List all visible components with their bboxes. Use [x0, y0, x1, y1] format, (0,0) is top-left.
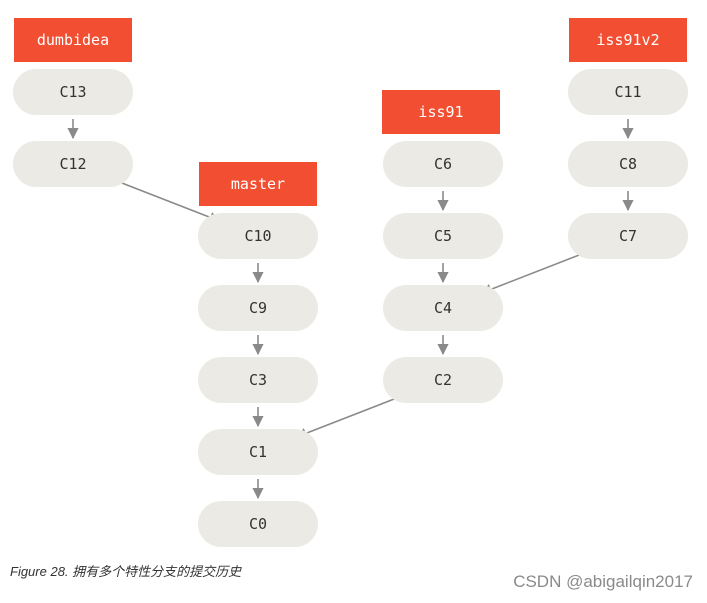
commit-c9: C9: [198, 285, 318, 331]
branch-dumbidea: dumbidea: [14, 18, 132, 62]
figure-caption: Figure 28. 拥有多个特性分支的提交历史: [10, 564, 242, 579]
branch-box: [569, 18, 687, 62]
commit-node: [383, 357, 503, 403]
branch-box: [382, 90, 500, 134]
commit-label: C12: [59, 155, 86, 173]
branch-label: iss91v2: [596, 31, 659, 49]
commit-node: [383, 285, 503, 331]
commit-node: [13, 141, 133, 187]
edges-layer: [67, 119, 634, 500]
branch-iss91: iss91: [382, 90, 500, 134]
commit-node: [198, 429, 318, 475]
commit-c12: C12: [13, 141, 133, 187]
commit-c7: C7: [568, 213, 688, 259]
commit-label: C8: [619, 155, 637, 173]
commit-node: [198, 501, 318, 547]
commit-label: C13: [59, 83, 86, 101]
commit-node: [383, 141, 503, 187]
branch-iss91v2: iss91v2: [569, 18, 687, 62]
commit-label: C7: [619, 227, 637, 245]
commit-label: C9: [249, 299, 267, 317]
commit-node: [568, 213, 688, 259]
commit-label: C10: [244, 227, 271, 245]
branch-label: iss91: [418, 103, 463, 121]
commit-c3: C3: [198, 357, 318, 403]
edge-c2-to-c1: [295, 397, 398, 439]
commit-c13: C13: [13, 69, 133, 115]
commit-c4: C4: [383, 285, 503, 331]
watermark: CSDN @abigailqin2017: [513, 572, 693, 591]
commit-node: [198, 213, 318, 259]
branches-layer: dumbidea master iss91 iss91v2: [14, 18, 687, 206]
commit-c10: C10: [198, 213, 318, 259]
branch-label: dumbidea: [37, 31, 109, 49]
commit-node: [198, 285, 318, 331]
commit-c6: C6: [383, 141, 503, 187]
branch-master: master: [199, 162, 317, 206]
edge-c12-to-c10: [118, 181, 221, 223]
branch-label: master: [231, 175, 285, 193]
commit-c5: C5: [383, 213, 503, 259]
edge-c7-to-c4: [480, 253, 583, 295]
commit-label: C0: [249, 515, 267, 533]
commit-node: [568, 69, 688, 115]
commit-c8: C8: [568, 141, 688, 187]
commit-label: C5: [434, 227, 452, 245]
commit-node: [198, 357, 318, 403]
commit-c11: C11: [568, 69, 688, 115]
commit-label: C2: [434, 371, 452, 389]
commit-node: [13, 69, 133, 115]
commit-label: C4: [434, 299, 452, 317]
commit-label: C1: [249, 443, 267, 461]
branch-box: [14, 18, 132, 62]
commit-label: C6: [434, 155, 452, 173]
commit-c0: C0: [198, 501, 318, 547]
commit-c1: C1: [198, 429, 318, 475]
commit-node: [568, 141, 688, 187]
commit-node: [383, 213, 503, 259]
branch-box: [199, 162, 317, 206]
commit-label: C3: [249, 371, 267, 389]
commit-c2: C2: [383, 357, 503, 403]
commit-label: C11: [614, 83, 641, 101]
